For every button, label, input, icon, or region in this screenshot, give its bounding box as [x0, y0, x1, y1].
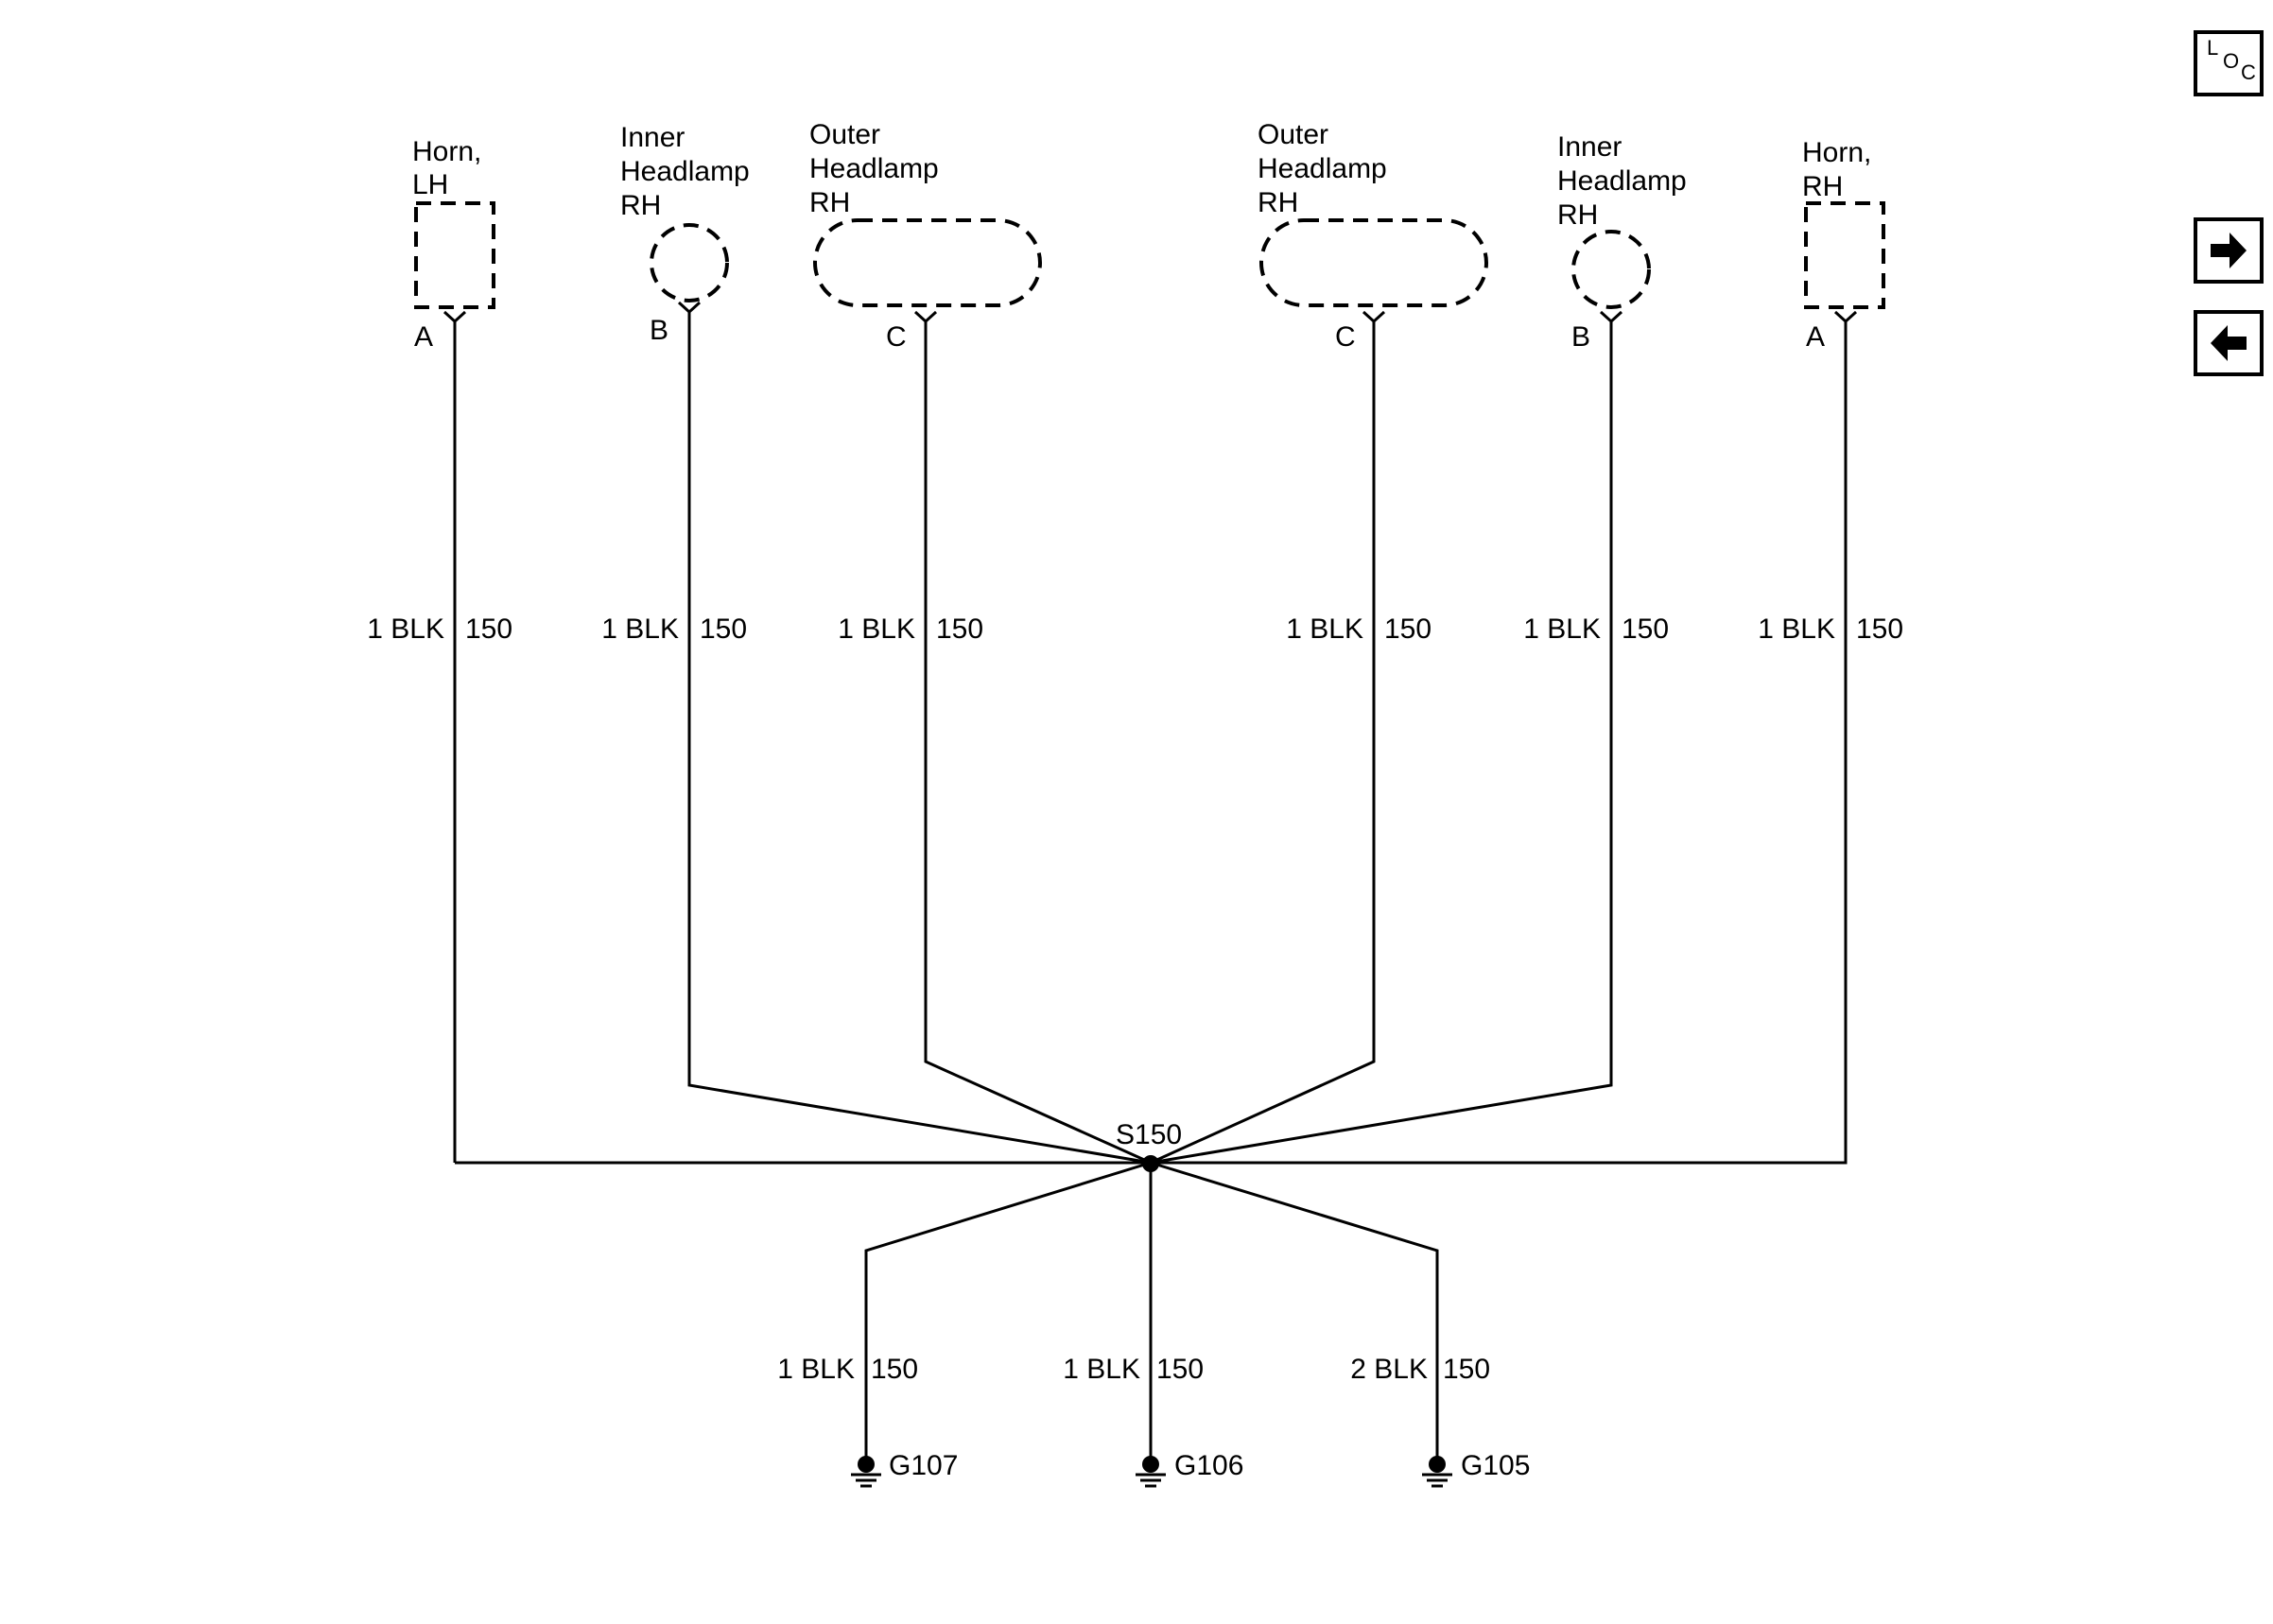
forward-button[interactable] [2194, 217, 2264, 284]
outer-headlamp-right-outline [1259, 218, 1488, 307]
component-inner-headlamp-left: Inner Headlamp RH B 1 BLK 150 [601, 122, 1152, 1165]
circuit-number: 150 [1856, 613, 1903, 645]
circuit-number: 150 [1443, 1354, 1490, 1385]
circuit-number: 150 [1622, 613, 1669, 645]
component-name-line: Headlamp [809, 153, 939, 184]
outer-headlamp-left-outline [813, 218, 1042, 307]
ground-label: G105 [1461, 1450, 1530, 1481]
arrow-right-icon [2211, 233, 2247, 268]
wire-size-color: 1 BLK [838, 613, 915, 645]
component-name-line: Outer [1258, 119, 1328, 150]
ground-g106: 1 BLK 150 G106 [1063, 1163, 1243, 1488]
splice-label: S150 [1116, 1119, 1182, 1150]
component-name-line: Headlamp [1557, 165, 1687, 197]
ground-g107: 1 BLK 150 G107 [777, 1161, 1152, 1488]
component-name-line: Inner [1557, 131, 1622, 163]
component-name-line: RH [1557, 199, 1598, 231]
horn-lh-outline [414, 201, 495, 309]
wire-size-color: 1 BLK [1286, 613, 1363, 645]
pin-label: C [1335, 321, 1356, 353]
wire-size-color: 1 BLK [1758, 613, 1835, 645]
loc-letter: O [2223, 49, 2240, 73]
component-name-line: RH [620, 190, 661, 221]
component-name-line: Outer [809, 119, 880, 150]
inner-headlamp-left-outline [650, 223, 729, 302]
wire-outer-headlamp-left [913, 310, 1152, 1165]
circuit-number: 150 [1156, 1354, 1204, 1385]
wire-ground-g107 [864, 1161, 1152, 1463]
circuit-number: 150 [465, 613, 512, 645]
back-button[interactable] [2194, 310, 2264, 376]
component-name-line: RH [809, 187, 850, 218]
component-name-line: Headlamp [1258, 153, 1387, 184]
inner-headlamp-right-outline [1571, 230, 1651, 309]
component-name-line: RH [1802, 171, 1843, 202]
circuit-number: 150 [871, 1354, 918, 1385]
wire-horn-rh [455, 310, 1858, 1165]
pin-label: C [886, 321, 907, 353]
ground-g105: 2 BLK 150 G105 [1150, 1161, 1530, 1488]
ground-symbol-icon [1422, 1456, 1452, 1488]
wire-size-color: 2 BLK [1350, 1354, 1428, 1385]
circuit-number: 150 [700, 613, 747, 645]
component-name-line: LH [412, 169, 448, 200]
loc-letter: C [2241, 60, 2256, 84]
pin-label: A [414, 321, 433, 353]
wire-size-color: 1 BLK [1523, 613, 1601, 645]
component-outer-headlamp-right: Outer Headlamp RH C 1 BLK 150 [1150, 119, 1488, 1165]
splice-s150: S150 [1116, 1119, 1182, 1172]
ground-symbol-icon [851, 1456, 881, 1488]
arrow-left-icon [2211, 325, 2247, 361]
component-outer-headlamp-left: Outer Headlamp RH C 1 BLK 150 [809, 119, 1152, 1165]
loc-letter: L [2207, 36, 2219, 60]
ground-symbol-icon [1136, 1456, 1166, 1488]
component-horn-lh: Horn, LH A 1 BLK 150 [367, 136, 512, 1163]
component-horn-rh: Horn, RH A 1 BLK 150 [455, 137, 1903, 1165]
location-button[interactable]: L O C [2194, 30, 2264, 96]
wire-horn-lh [442, 310, 467, 1163]
component-inner-headlamp-right: Inner Headlamp RH B 1 BLK 150 [1150, 131, 1687, 1165]
ground-label: G107 [889, 1450, 958, 1481]
wire-size-color: 1 BLK [367, 613, 444, 645]
pin-label: B [650, 315, 668, 346]
wire-size-color: 1 BLK [777, 1354, 855, 1385]
wire-outer-headlamp-right [1150, 310, 1386, 1165]
component-name-line: Inner [620, 122, 685, 153]
component-name-line: Headlamp [620, 156, 750, 187]
component-name-line: Horn, [1802, 137, 1871, 168]
pin-label: B [1571, 321, 1590, 353]
wire-inner-headlamp-right [1150, 310, 1623, 1165]
circuit-number: 150 [936, 613, 983, 645]
wire-inner-headlamp-left [677, 301, 1152, 1165]
horn-rh-outline [1804, 201, 1885, 309]
component-name-line: Horn, [412, 136, 481, 167]
pin-label: A [1806, 321, 1825, 353]
component-name-line: RH [1258, 187, 1298, 218]
circuit-number: 150 [1384, 613, 1431, 645]
ground-label: G106 [1174, 1450, 1243, 1481]
wire-size-color: 1 BLK [601, 613, 679, 645]
wire-size-color: 1 BLK [1063, 1354, 1140, 1385]
wire-ground-g105 [1150, 1161, 1439, 1463]
